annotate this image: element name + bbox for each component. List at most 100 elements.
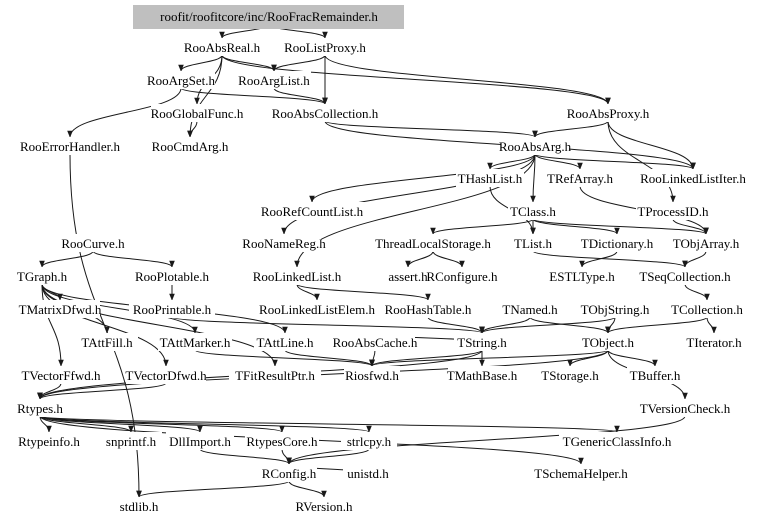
graph-node[interactable]: RooAbsReal.h <box>184 40 261 55</box>
graph-node[interactable]: TObjString.h <box>581 302 650 317</box>
dependency-edge <box>682 250 707 268</box>
graph-node[interactable]: TString.h <box>457 335 507 350</box>
graph-node[interactable]: TStorage.h <box>541 368 599 383</box>
node-background <box>76 333 138 351</box>
dependency-edge <box>605 316 616 334</box>
graph-node[interactable]: TMatrixDfwd.h <box>19 302 102 317</box>
dependency-edge <box>288 480 327 498</box>
node-label: ESTLType.h <box>549 269 615 284</box>
node-background <box>126 366 206 384</box>
node-label: RooAbsCache.h <box>333 335 418 350</box>
graph-node[interactable]: TCollection.h <box>671 302 743 317</box>
graph-node[interactable]: RooRefCountList.h <box>261 204 364 219</box>
graph-node[interactable]: TNamed.h <box>502 302 558 317</box>
graph-node[interactable]: strlcpy.h <box>347 434 392 449</box>
graph-node[interactable]: assert.h <box>388 269 428 284</box>
graph-node[interactable]: ThreadLocalStorage.h <box>375 236 491 251</box>
dependency-edge <box>296 283 320 301</box>
dependency-edge <box>39 415 285 433</box>
graph-node[interactable]: TGraph.h <box>17 269 68 284</box>
graph-node[interactable]: THashList.h <box>458 171 523 186</box>
graph-node[interactable]: RooErrorHandler.h <box>20 139 121 154</box>
node-background <box>425 267 499 285</box>
graph-node[interactable]: RooNameReg.h <box>242 236 326 251</box>
node-label: RooLinkedListElem.h <box>259 302 375 317</box>
graph-node[interactable]: unistd.h <box>347 466 389 481</box>
graph-node[interactable]: RooAbsCollection.h <box>272 106 379 121</box>
graph-node[interactable]: TIterator.h <box>686 335 742 350</box>
graph-node[interactable]: RooPrintable.h <box>133 302 212 317</box>
node-label: snprintf.h <box>106 434 157 449</box>
graph-node[interactable]: TVersionCheck.h <box>640 401 731 416</box>
graph-node[interactable]: RooLinkedListIter.h <box>640 171 746 186</box>
dependency-edge <box>607 120 696 170</box>
dependency-edge <box>479 316 616 334</box>
node-label: Rtypes.h <box>17 401 63 416</box>
graph-node[interactable]: RConfig.h <box>262 466 317 481</box>
graph-node[interactable]: Rtypeinfo.h <box>18 434 80 449</box>
node-background <box>260 202 364 220</box>
graph-node[interactable]: stdlib.h <box>120 499 159 514</box>
graph-node[interactable]: Riosfwd.h <box>345 368 399 383</box>
node-background <box>282 38 368 56</box>
node-background <box>259 300 375 318</box>
dependency-edge <box>92 250 175 268</box>
graph-node[interactable]: TRefArray.h <box>547 171 613 186</box>
graph-node[interactable]: RooHashTable.h <box>385 302 472 317</box>
graph-node[interactable]: DllImport.h <box>169 434 231 449</box>
graph-node[interactable]: TAttLine.h <box>256 335 314 350</box>
graph-node[interactable]: RooCmdArg.h <box>152 139 229 154</box>
graph-node[interactable]: TSeqCollection.h <box>639 269 731 284</box>
dependency-edge <box>271 54 326 72</box>
node-background <box>151 104 243 122</box>
graph-node[interactable]: snprintf.h <box>106 434 157 449</box>
graph-node[interactable]: TAttMarker.h <box>160 335 231 350</box>
node-background <box>578 300 652 318</box>
node-label: TVectorFfwd.h <box>21 368 101 383</box>
node-background <box>341 432 397 450</box>
graph-node[interactable]: TGenericClassInfo.h <box>563 434 672 449</box>
root-node[interactable]: roofit/roofitcore/inc/RooFracRemainder.h <box>160 9 378 24</box>
graph-node[interactable]: RooAbsCache.h <box>333 335 418 350</box>
graph-node[interactable]: TBuffer.h <box>630 368 681 383</box>
graph-node[interactable]: TObjArray.h <box>673 236 740 251</box>
graph-node[interactable]: RooCurve.h <box>61 236 125 251</box>
graph-node[interactable]: TProcessID.h <box>637 204 709 219</box>
dependency-edge <box>309 153 536 203</box>
graph-node[interactable]: TObject.h <box>582 335 635 350</box>
node-label: TFitResultPtr.h <box>235 368 315 383</box>
node-backgrounds <box>15 5 751 515</box>
graph-node[interactable]: RtypesCore.h <box>246 434 318 449</box>
graph-node[interactable]: RooLinkedList.h <box>253 269 342 284</box>
node-background <box>166 432 234 450</box>
graph-node[interactable]: TFitResultPtr.h <box>235 368 315 383</box>
graph-node[interactable]: TList.h <box>514 236 552 251</box>
graph-node[interactable]: TSchemaHelper.h <box>534 466 628 481</box>
graph-node[interactable]: RooAbsArg.h <box>499 139 572 154</box>
graph-node[interactable]: RVersion.h <box>295 499 353 514</box>
graph-node[interactable]: RooArgList.h <box>238 73 310 88</box>
graph-node[interactable]: TVectorFfwd.h <box>21 368 101 383</box>
node-background <box>114 497 164 515</box>
node-label: TNamed.h <box>502 302 558 317</box>
graph-node[interactable]: TDictionary.h <box>581 236 654 251</box>
dependency-edge <box>532 218 620 235</box>
node-background <box>551 267 613 285</box>
node-label: RooAbsArg.h <box>499 139 572 154</box>
graph-node[interactable]: TVectorDfwd.h <box>125 368 207 383</box>
graph-node[interactable]: TMathBase.h <box>447 368 518 383</box>
graph-node[interactable]: RooAbsProxy.h <box>567 106 650 121</box>
graph-node[interactable]: ESTLType.h <box>549 269 615 284</box>
graph-node[interactable]: RooPlotable.h <box>135 269 210 284</box>
graph-node[interactable]: RooLinkedListElem.h <box>259 302 375 317</box>
graph-node[interactable]: RooGlobalFunc.h <box>151 106 244 121</box>
node-label: RooAbsReal.h <box>184 40 261 55</box>
graph-node[interactable]: TAttFill.h <box>81 335 133 350</box>
node-label: TGenericClassInfo.h <box>563 434 672 449</box>
graph-node[interactable]: RConfigure.h <box>426 269 498 284</box>
dependency-edge <box>221 54 277 72</box>
graph-node[interactable]: Rtypes.h <box>17 401 63 416</box>
graph-node[interactable]: TClass.h <box>510 204 556 219</box>
graph-node[interactable]: RooArgSet.h <box>147 73 216 88</box>
graph-node[interactable]: RooListProxy.h <box>284 40 366 55</box>
